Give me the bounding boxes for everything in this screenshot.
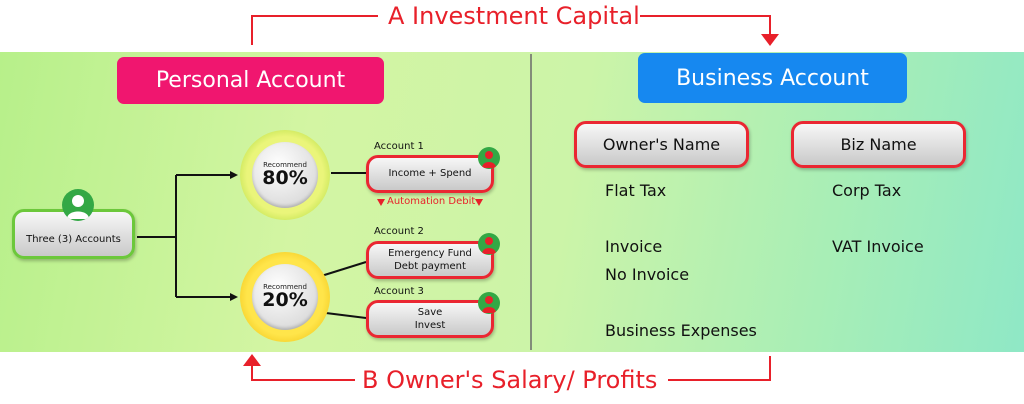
account-3-box: Save Invest	[366, 300, 494, 338]
flow-a-connector-right	[640, 15, 771, 36]
owners-name-label: Owner's Name	[602, 135, 721, 154]
business-expenses-text: Business Expenses	[605, 321, 757, 340]
account-3-line-2: Invest	[414, 320, 446, 331]
personal-account-header: Personal Account	[117, 57, 384, 104]
three-accounts-label: Three (3) Accounts	[26, 234, 121, 246]
account-1-box: Income + Spend	[366, 155, 494, 193]
business-account-header: Business Account	[638, 53, 907, 103]
automation-arrow-right-icon	[475, 199, 483, 206]
vat-invoice-text: VAT Invoice	[832, 237, 924, 256]
no-invoice-text: No Invoice	[605, 265, 690, 284]
recommend-20-caption: Recommend	[263, 283, 307, 292]
biz-name-box: Biz Name	[791, 121, 966, 168]
flow-b-label: B Owner's Salary/ Profits	[362, 366, 658, 394]
corp-tax-text: Corp Tax	[832, 181, 902, 200]
biz-name-label: Biz Name	[840, 135, 917, 154]
flow-b-arrowhead	[243, 354, 261, 366]
account-3-avatar-icon	[478, 292, 500, 314]
recommend-20-value: 20%	[262, 289, 308, 312]
owners-name-box: Owner's Name	[574, 121, 749, 168]
automation-arrow-left-icon	[377, 199, 385, 206]
account-3-line-1: Save	[417, 306, 443, 318]
flat-tax-text: Flat Tax	[605, 181, 667, 200]
flow-b-connector-left	[251, 364, 355, 381]
account-2-line-2: Debt payment	[394, 261, 466, 272]
account-2-box: Emergency Fund Debt payment	[366, 241, 494, 279]
account-2-title: Account 2	[374, 226, 424, 237]
recommend-20-circle: Recommend 20%	[240, 252, 330, 342]
account-3-title: Account 3	[374, 286, 424, 297]
flow-a-arrowhead	[761, 34, 779, 46]
automation-debit-label: Automation Debit	[387, 196, 476, 207]
account-2-avatar-icon	[478, 233, 500, 255]
invoice-text: Invoice	[605, 237, 663, 256]
recommend-80-value: 80%	[262, 167, 308, 190]
user-avatar-icon	[62, 189, 94, 221]
flow-a-label: A Investment Capital	[388, 2, 640, 30]
flow-a-connector	[251, 15, 378, 45]
account-1-line-1: Income + Spend	[388, 168, 472, 180]
account-1-avatar-icon	[478, 147, 500, 169]
flow-b-connector	[668, 356, 771, 381]
recommend-80-caption: Recommend	[263, 161, 307, 170]
account-1-title: Account 1	[374, 141, 424, 152]
recommend-80-circle: Recommend 80%	[240, 130, 330, 220]
link-20-account2	[317, 261, 367, 278]
account-2-line-1: Emergency Fund	[388, 247, 472, 259]
